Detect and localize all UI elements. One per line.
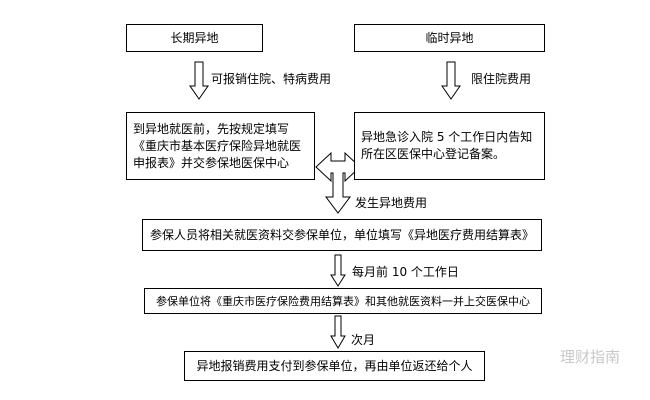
box-temporary-procedure: 异地急诊入院 5 个工作日内告知所在区医保中心登记备案。 <box>354 112 545 180</box>
box-step-unit-report: 参保单位将《重庆市医疗保险费用结算表》和其他就医资料一并上交医保中心 <box>144 288 542 314</box>
label-step1-deadline: 每月前 10 个工作日 <box>352 265 459 279</box>
arrow-temporary <box>441 61 461 100</box>
arrow-long-term <box>189 61 209 100</box>
box-temporary: 临时异地 <box>354 24 545 52</box>
label-long-term-arrow: 可报销住院、特病费用 <box>211 72 332 86</box>
box-long-term-procedure: 到异地就医前，先按规定填写《重庆市基本医疗保险异地就医申报表》并交参保地医保中心 <box>126 112 315 180</box>
watermark: 理财指南 <box>560 348 621 366</box>
box-long-term: 长期异地 <box>126 24 263 52</box>
merge-arrow <box>315 151 361 214</box>
box-step-reimbursement: 异地报销费用支付到参保单位，再由单位返还给个人 <box>184 351 485 381</box>
label-temporary-arrow: 限住院费用 <box>471 72 532 86</box>
label-merge: 发生异地费用 <box>355 196 428 210</box>
arrow-step1-step2 <box>330 254 346 287</box>
label-step2-next-month: 次月 <box>351 333 376 347</box>
box-step-submit-materials: 参保人员将相关就医资料交参保单位，单位填写《异地医疗费用结算表》 <box>142 219 542 251</box>
arrow-step2-step3 <box>330 315 346 349</box>
